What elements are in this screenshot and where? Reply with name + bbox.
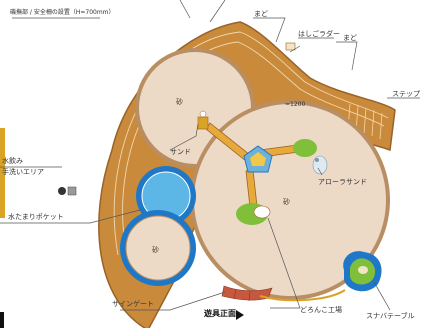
label-arora: アローラサンド [318,178,367,186]
label-mizunomi-1: 水飲み [2,156,23,165]
green-pad-bottom-inner [253,205,271,219]
label-sand: サンド [170,148,191,156]
front-arrow-icon [236,310,244,320]
label-mizutamari: 水たまりポケット [8,212,64,221]
label-top-note: 磯撫部 / 安全柵の設置（H=700mm） [10,8,115,16]
label-mizunomi-2: 手洗いエリア [2,167,44,176]
label-step: ステップ [392,90,420,98]
sand-feature [197,110,209,130]
label-dorokko: どろんこ工場 [300,305,342,314]
sunaba-table [343,251,382,292]
label-yugu: 遊具正面 [204,308,236,318]
ladder-icon [285,42,296,51]
label-hashigo: はしごラダー [298,29,340,38]
label-dim: =1200 [285,101,305,108]
label-sand-lower: 砂 [152,245,159,254]
track-line-2 [122,41,385,251]
sign-gate [221,285,346,302]
leader-lines [0,0,420,311]
water-tap-icon [58,186,77,196]
label-made-2: まど [343,34,357,42]
label-saingate: サインゲート [112,299,154,308]
label-sand-upper: 砂 [176,97,183,106]
hub-tower [243,145,273,173]
label-sunaba: スナバテーブル [366,311,415,320]
left-edge-tab [0,128,5,218]
green-pad-top [293,139,317,157]
label-made-1: まど [254,10,268,18]
arora-feature [312,155,328,175]
corner-marker [0,312,4,328]
label-sand-main: 砂 [283,197,290,206]
track-line-1 [113,31,389,256]
